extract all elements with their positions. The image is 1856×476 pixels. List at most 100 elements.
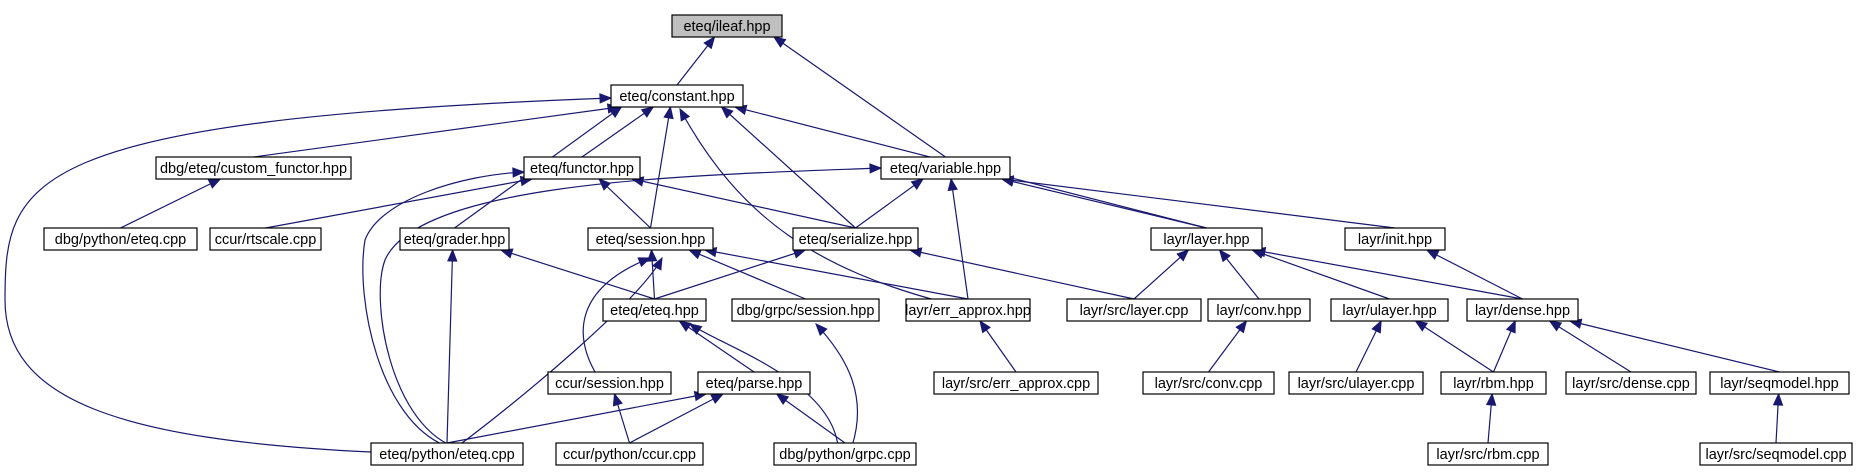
node-box[interactable] xyxy=(155,156,352,180)
node-label: eteq/functor.hpp xyxy=(530,161,634,177)
arrowhead-variable-to-eteq_python_eteq xyxy=(869,163,883,174)
nodes-layer: eteq/ileaf.hpp eteq/constant.hpp dbg/eteq/… xyxy=(43,14,1853,466)
node-box[interactable] xyxy=(1709,371,1850,395)
node-label: layr/src/ulayer.cpp xyxy=(1298,376,1415,392)
edge-eteq_hpp-to-dbg_python_grpc xyxy=(689,323,839,447)
node-src-layer[interactable]: layr/src/layer.cpp xyxy=(1066,298,1202,322)
edge-layer-to-src_layer xyxy=(1133,249,1189,300)
node-seqmodel[interactable]: layr/seqmodel.hpp xyxy=(1709,371,1850,395)
node-session[interactable]: eteq/session.hpp xyxy=(587,227,714,251)
node-ulayer[interactable]: layr/ulayer.hpp xyxy=(1330,298,1449,322)
node-init[interactable]: layr/init.hpp xyxy=(1344,227,1446,251)
edge-custom_functor-to-dbg_python_eteq xyxy=(120,178,221,229)
node-parse[interactable]: eteq/parse.hpp xyxy=(697,371,811,395)
node-grader[interactable]: eteq/grader.hpp xyxy=(399,227,510,251)
node-eteq-hpp[interactable]: eteq/eteq.hpp xyxy=(602,298,707,322)
node-box[interactable] xyxy=(880,156,1011,180)
edge-variable-to-serialize xyxy=(855,178,924,229)
edge-functor-to-serialize xyxy=(631,178,856,229)
edge-parse-to-dbg_python_grpc xyxy=(776,393,846,444)
edge-layer-to-ulayer xyxy=(1252,249,1390,300)
node-src-ulayer[interactable]: layr/src/ulayer.cpp xyxy=(1288,371,1424,395)
node-variable[interactable]: eteq/variable.hpp xyxy=(880,156,1011,180)
node-box[interactable] xyxy=(1330,298,1449,322)
node-rbm[interactable]: layr/rbm.hpp xyxy=(1440,371,1547,395)
node-label: layr/src/conv.cpp xyxy=(1155,376,1263,392)
node-label: eteq/ileaf.hpp xyxy=(683,19,770,35)
node-grpc-session[interactable]: dbg/grpc/session.hpp xyxy=(731,298,880,322)
node-constant[interactable]: eteq/constant.hpp xyxy=(610,84,744,108)
node-box[interactable] xyxy=(555,442,704,466)
node-label: layr/seqmodel.hpp xyxy=(1720,376,1839,392)
node-label: eteq/grader.hpp xyxy=(404,232,506,248)
node-box[interactable] xyxy=(671,14,783,38)
node-box[interactable] xyxy=(523,156,641,180)
node-dense[interactable]: layr/dense.hpp xyxy=(1466,298,1579,322)
node-label: layr/src/dense.cpp xyxy=(1572,376,1690,392)
edge-variable-to-layer xyxy=(1001,178,1207,229)
arrowhead-ileaf-to-constant xyxy=(703,35,716,50)
node-box[interactable] xyxy=(43,227,198,251)
node-box[interactable] xyxy=(1207,298,1311,322)
node-src-err-approx[interactable]: layr/src/err_approx.cpp xyxy=(933,371,1099,395)
node-label: ccur/session.hpp xyxy=(555,376,664,392)
node-label: dbg/python/eteq.cpp xyxy=(55,232,186,248)
node-box[interactable] xyxy=(1440,371,1547,395)
node-dbg-python-eteq[interactable]: dbg/python/eteq.cpp xyxy=(43,227,198,251)
node-label: dbg/python/grpc.cpp xyxy=(779,447,910,463)
arrowhead-rbm-to-src_rbm xyxy=(1485,392,1497,406)
node-box[interactable] xyxy=(602,298,707,322)
arrowhead-constant-to-functor xyxy=(640,106,655,118)
node-functor[interactable]: eteq/functor.hpp xyxy=(523,156,641,180)
node-label: layr/src/seqmodel.cpp xyxy=(1705,447,1846,463)
node-conv[interactable]: layr/conv.hpp xyxy=(1207,298,1311,322)
node-rtscale[interactable]: ccur/rtscale.cpp xyxy=(209,227,322,251)
node-dbg-python-grpc[interactable]: dbg/python/grpc.cpp xyxy=(773,442,917,466)
edge-grpc_session-to-dbg_python_grpc xyxy=(815,323,859,447)
node-label: layr/init.hpp xyxy=(1358,232,1432,248)
node-box[interactable] xyxy=(1142,371,1275,395)
node-box[interactable] xyxy=(1466,298,1579,322)
node-box[interactable] xyxy=(209,227,322,251)
node-box[interactable] xyxy=(547,371,672,395)
node-box[interactable] xyxy=(1565,371,1697,395)
node-layer[interactable]: layr/layer.hpp xyxy=(1150,227,1263,251)
arrowhead-constant-to-serialize xyxy=(720,106,734,119)
node-box[interactable] xyxy=(773,442,917,466)
node-box[interactable] xyxy=(731,298,880,322)
node-box[interactable] xyxy=(1288,371,1424,395)
edge-parse-to-eteq_python_eteq xyxy=(446,393,707,444)
arrowhead-session-to-eteq_python_eteq xyxy=(652,256,663,271)
node-box[interactable] xyxy=(905,298,1031,322)
node-box[interactable] xyxy=(1066,298,1202,322)
node-label: layr/src/err_approx.cpp xyxy=(942,376,1090,392)
node-src-dense[interactable]: layr/src/dense.cpp xyxy=(1565,371,1697,395)
node-ccur-python-ccur[interactable]: ccur/python/ccur.cpp xyxy=(555,442,704,466)
node-box[interactable] xyxy=(1344,227,1446,251)
node-src-conv[interactable]: layr/src/conv.cpp xyxy=(1142,371,1275,395)
node-box[interactable] xyxy=(587,227,714,251)
node-eteq-python-eteq[interactable]: eteq/python/eteq.cpp xyxy=(370,442,524,466)
node-err-approx[interactable]: layr/err_approx.hpp xyxy=(905,298,1031,322)
node-src-rbm[interactable]: layr/src/rbm.cpp xyxy=(1427,442,1549,466)
node-serialize[interactable]: eteq/serialize.hpp xyxy=(792,227,919,251)
node-box[interactable] xyxy=(1427,442,1549,466)
node-box[interactable] xyxy=(697,371,811,395)
node-src-seqmodel[interactable]: layr/src/seqmodel.cpp xyxy=(1699,442,1853,466)
node-box[interactable] xyxy=(399,227,510,251)
arrowhead-grpc_session-to-dbg_python_grpc xyxy=(815,323,828,337)
node-box[interactable] xyxy=(1699,442,1853,466)
arrowhead-parse-to-dbg_python_grpc xyxy=(775,393,790,405)
node-box[interactable] xyxy=(933,371,1099,395)
node-box[interactable] xyxy=(370,442,524,466)
node-ccur-session[interactable]: ccur/session.hpp xyxy=(547,371,672,395)
node-custom-functor[interactable]: dbg/eteq/custom_functor.hpp xyxy=(155,156,352,180)
node-box[interactable] xyxy=(610,84,744,108)
node-box[interactable] xyxy=(1150,227,1263,251)
edge-functor-to-eteq_python_eteq xyxy=(362,171,525,447)
edge-constant-to-serialize xyxy=(721,106,856,229)
node-box[interactable] xyxy=(792,227,919,251)
node-ileaf[interactable]: eteq/ileaf.hpp xyxy=(671,14,783,38)
arrowhead-layer-to-conv xyxy=(1218,248,1231,263)
edge-constant-to-custom_functor xyxy=(253,106,620,158)
